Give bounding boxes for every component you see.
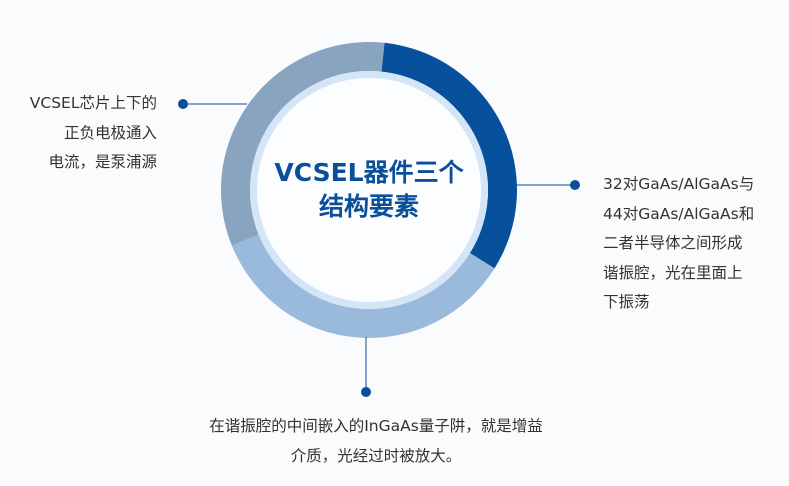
annotation-bottom: 在谐振腔的中间嵌入的InGaAs量子阱，就是增益 介质，光经过时被放大。 bbox=[166, 412, 586, 471]
annotation-line: 44对GaAs/AlGaAs和 bbox=[603, 204, 755, 223]
annotation-line: 二者半导体之间形成 bbox=[603, 234, 743, 252]
ring-segment-gain-medium bbox=[231, 234, 495, 339]
annotation-line: 介质，光经过时被放大。 bbox=[290, 446, 462, 465]
annotation-line: 谐振腔，光在里面上 bbox=[603, 263, 743, 282]
annotation-line: 电流，是泵浦源 bbox=[48, 153, 157, 171]
connector-dot-left bbox=[178, 99, 188, 109]
annotation-line: VCSEL芯片上下的 bbox=[29, 94, 157, 112]
title-line-1: VCSEL器件三个 bbox=[274, 158, 464, 187]
annotation-line: 正负电极通入 bbox=[63, 123, 157, 142]
annotation-right: 32对GaAs/AlGaAs与 44对GaAs/AlGaAs和 二者半导体之间形… bbox=[603, 170, 754, 318]
ring-segment-electrodes bbox=[221, 41, 385, 246]
connector-dot-bottom bbox=[361, 387, 371, 397]
title-line-2: 结构要素 bbox=[318, 192, 419, 221]
inner-circle bbox=[257, 78, 481, 302]
annotation-line: 32对GaAs/AlGaAs与 bbox=[603, 175, 755, 193]
annotation-left: VCSEL芯片上下的 正负电极通入 电流，是泵浦源 bbox=[30, 89, 157, 178]
diagram-title: VCSEL器件三个 结构要素 bbox=[219, 156, 519, 224]
annotation-line: 下振荡 bbox=[603, 293, 650, 311]
annotation-line: 在谐振腔的中间嵌入的InGaAs量子阱，就是增益 bbox=[209, 417, 543, 435]
ring-segment-pump-source-dark bbox=[381, 42, 517, 269]
connector-dot-right bbox=[570, 180, 580, 190]
